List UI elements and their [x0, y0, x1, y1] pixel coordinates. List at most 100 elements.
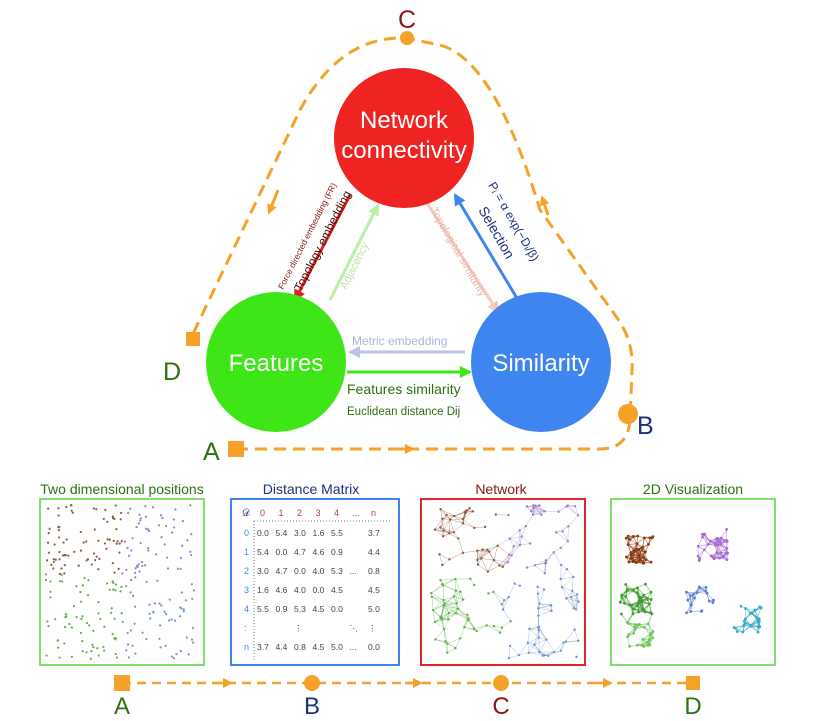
viz-node	[642, 593, 646, 597]
viz-node	[636, 586, 639, 590]
viz-edge	[632, 605, 638, 614]
network-edge	[546, 639, 555, 653]
position-point	[81, 640, 84, 643]
network-edge	[455, 612, 468, 616]
position-point	[87, 579, 90, 582]
viz-edge	[625, 596, 631, 606]
viz-edge	[642, 634, 651, 640]
viz-node	[632, 588, 635, 592]
network-node	[445, 513, 448, 517]
network-node	[544, 561, 548, 564]
position-point	[111, 561, 114, 565]
position-point	[97, 612, 100, 615]
network-edge	[440, 514, 447, 528]
position-point	[47, 624, 50, 628]
network-edge	[509, 530, 520, 539]
position-point	[81, 615, 84, 618]
viz-edge	[629, 604, 634, 614]
network-edge	[440, 527, 444, 537]
network-node	[456, 607, 460, 611]
matrix-cell: 4.6	[276, 585, 288, 595]
position-point	[134, 567, 137, 570]
network-edge	[443, 596, 455, 601]
network-node	[454, 646, 457, 650]
pipeline-marker-c	[493, 675, 509, 691]
matrix-cell: 0.8	[368, 566, 380, 576]
position-point	[170, 655, 174, 658]
pipeline-marker-b	[304, 675, 320, 691]
network-edge	[575, 601, 579, 610]
viz-node	[618, 600, 622, 604]
network-node	[455, 602, 458, 605]
position-point	[95, 508, 98, 511]
viz-edge	[639, 598, 648, 603]
viz-node	[642, 561, 646, 565]
network-edge	[434, 518, 443, 530]
panel-title-matrix: Distance Matrix	[263, 481, 359, 497]
position-point	[75, 616, 78, 619]
network-edge	[447, 643, 456, 649]
position-point	[129, 629, 133, 632]
network-edge	[468, 618, 477, 632]
network-edge	[434, 621, 445, 630]
matrix-cell: 0.8	[294, 642, 306, 652]
network-edge	[528, 652, 543, 656]
network-edge	[575, 594, 578, 610]
network-edge	[462, 518, 475, 529]
network-edge	[431, 596, 434, 611]
network-node	[459, 590, 462, 594]
panel-viz	[610, 498, 776, 666]
matrix-cell: 4.7	[276, 566, 288, 576]
position-point	[165, 612, 168, 616]
matrix-cell: 0.0	[313, 585, 325, 595]
viz-node	[686, 598, 690, 602]
network-node	[492, 558, 496, 562]
position-point	[57, 646, 60, 649]
viz-node	[628, 537, 631, 541]
position-point	[54, 558, 57, 561]
position-point	[172, 518, 175, 521]
network-edge	[443, 605, 457, 614]
position-point	[49, 590, 52, 593]
position-point	[85, 621, 89, 625]
matrix-col-header: 1	[279, 508, 284, 518]
pipeline-label-a: A	[114, 693, 130, 720]
position-point	[173, 619, 177, 622]
position-point	[192, 641, 195, 644]
position-point	[45, 654, 48, 657]
position-point	[89, 657, 92, 660]
network-node	[543, 509, 546, 513]
network-edge	[440, 509, 443, 519]
position-point	[45, 559, 49, 562]
position-point	[166, 556, 169, 559]
position-point	[148, 612, 151, 616]
position-point	[60, 567, 63, 570]
viz-node	[757, 617, 761, 621]
viz-node	[646, 622, 650, 626]
position-point	[147, 547, 150, 550]
position-point	[106, 538, 109, 541]
position-point	[70, 504, 73, 507]
network-edge	[477, 550, 490, 552]
viz-node	[689, 610, 693, 613]
network-edge	[560, 578, 563, 588]
matrix-cell: 3.7	[257, 642, 269, 652]
network-edge	[489, 545, 498, 552]
viz-node	[700, 609, 703, 613]
position-point	[99, 617, 102, 621]
network-edge	[560, 642, 564, 651]
position-point	[81, 584, 84, 587]
position-point	[119, 511, 123, 515]
network-node	[533, 564, 537, 567]
network-edge	[502, 555, 512, 567]
position-point	[181, 520, 184, 523]
network-edge	[513, 536, 522, 547]
viz-node	[711, 601, 715, 604]
network-node	[501, 565, 504, 568]
network-edge	[544, 510, 559, 512]
cycle-marker-a-square	[228, 441, 244, 457]
viz-edge	[638, 549, 644, 558]
viz-node	[620, 596, 624, 599]
network-edge	[431, 596, 444, 601]
